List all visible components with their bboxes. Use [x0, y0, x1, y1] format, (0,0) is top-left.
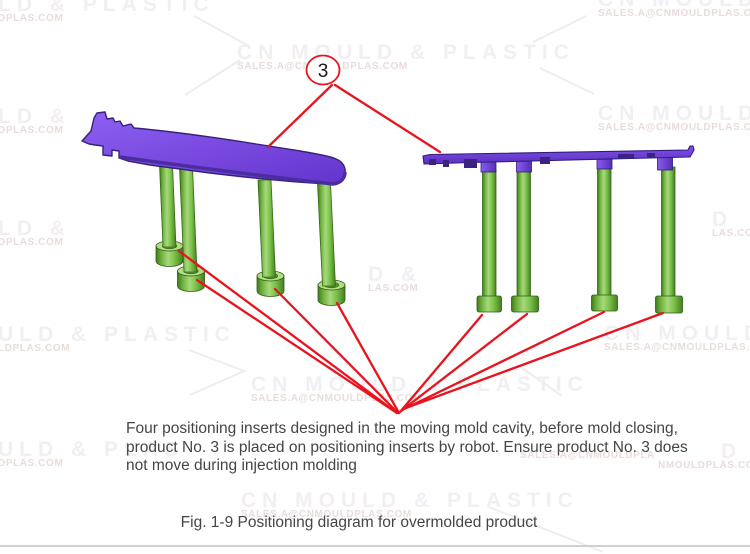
leader-insert-7: [400, 310, 606, 412]
positioning-insert-8: [661, 166, 676, 300]
positioning-insert-5: [482, 169, 497, 299]
leader-insert-3: [273, 287, 400, 415]
watermark-chevrons: [184, 15, 604, 553]
left-assembly: [81, 111, 347, 306]
leader-lines: [177, 83, 665, 415]
figure-caption: Fig. 1-9 Positioning diagram for overmol…: [180, 514, 538, 531]
positioning-insert-4: [317, 182, 346, 306]
leader-insert-4: [335, 301, 401, 415]
leader-insert-2: [195, 278, 399, 415]
positioning-insert-2: [177, 166, 205, 292]
right-assembly: [422, 145, 695, 314]
product-3-blade: [81, 111, 347, 186]
positioning-insert-6: [516, 169, 531, 299]
product-3-strip: [422, 145, 695, 168]
leader-insert-8: [401, 311, 665, 411]
leader-insert-5: [398, 313, 484, 414]
callout-label: 3: [318, 61, 329, 82]
callout-circle: [305, 54, 341, 86]
leader-insert-1: [177, 249, 399, 415]
insert-bases: [476, 294, 683, 314]
callout-line-right: [333, 83, 442, 154]
positioning-insert-3: [256, 179, 285, 297]
insert-caps: [480, 156, 673, 173]
callout-line-left: [266, 83, 334, 149]
bottom-divider: [0, 545, 750, 547]
leader-insert-6: [399, 312, 529, 413]
callout-3: 3: [305, 54, 341, 86]
positioning-insert-7: [597, 166, 612, 298]
annotation-line-1: Four positioning inserts designed in the…: [126, 420, 678, 437]
annotation-line-2: product No. 3 is placed on positioning i…: [126, 438, 688, 456]
annotation-text: Four positioning inserts designed in the…: [126, 420, 731, 476]
annotation-line-3: not move during injection molding: [126, 457, 357, 474]
